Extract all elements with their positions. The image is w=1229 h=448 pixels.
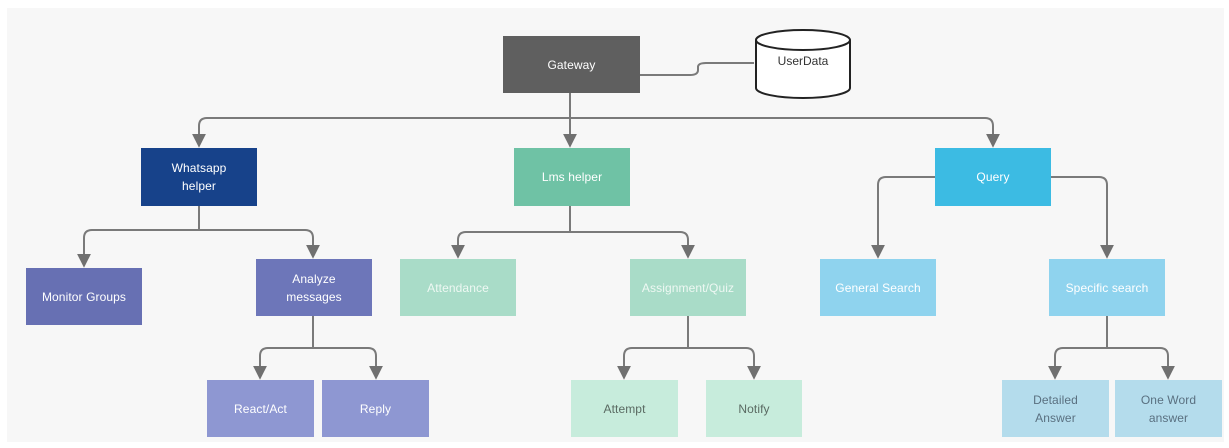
database-icon	[755, 29, 851, 99]
connector-analyze-to-reply	[313, 347, 383, 380]
userdata-database[interactable]: UserData	[754, 28, 852, 100]
connector-whatsapp-to-monitor	[77, 229, 199, 268]
userdata-label: UserData	[777, 54, 829, 68]
attendance-node[interactable]: Attendance	[400, 259, 516, 316]
connector-lms-to-assignment	[570, 231, 695, 259]
detailed-answer-node[interactable]: Detailed Answer	[1002, 380, 1109, 437]
react-act-node[interactable]: React/Act	[207, 380, 314, 437]
one-word-answer-node[interactable]: One Word answer	[1115, 380, 1222, 437]
notify-node[interactable]: Notify	[706, 380, 802, 437]
lms-helper-node[interactable]: Lms helper	[514, 148, 630, 206]
connector-whatsapp-to-analyze	[199, 229, 320, 259]
connector-query-to-specific	[1051, 176, 1114, 259]
specific-search-node[interactable]: Specific search	[1049, 259, 1165, 316]
connector-lms-to-attendance	[451, 231, 570, 259]
connector-gateway-to-query	[570, 117, 1000, 148]
connector-assignment-to-attempt	[617, 347, 688, 380]
whatsapp-helper-node[interactable]: Whatsapp helper	[141, 148, 257, 206]
connector-specific-to-detailed	[1048, 347, 1107, 380]
connector-specific-to-oneword	[1107, 347, 1175, 380]
connector-assignment-to-notify	[688, 347, 761, 380]
monitor-groups-node[interactable]: Monitor Groups	[26, 268, 142, 325]
connector-query-to-general	[871, 176, 935, 259]
connector-gateway-to-whatsapp	[192, 117, 570, 148]
connector-gateway-to-userdata	[640, 62, 754, 76]
general-search-node[interactable]: General Search	[820, 259, 936, 316]
connector-analyze-to-react	[253, 347, 313, 380]
analyze-messages-node[interactable]: Analyze messages	[256, 259, 372, 316]
assignment-quiz-node[interactable]: Assignment/Quiz	[630, 259, 746, 316]
gateway-node[interactable]: Gateway	[503, 36, 640, 93]
attempt-node[interactable]: Attempt	[571, 380, 678, 437]
reply-node[interactable]: Reply	[322, 380, 429, 437]
query-node[interactable]: Query	[935, 148, 1051, 206]
